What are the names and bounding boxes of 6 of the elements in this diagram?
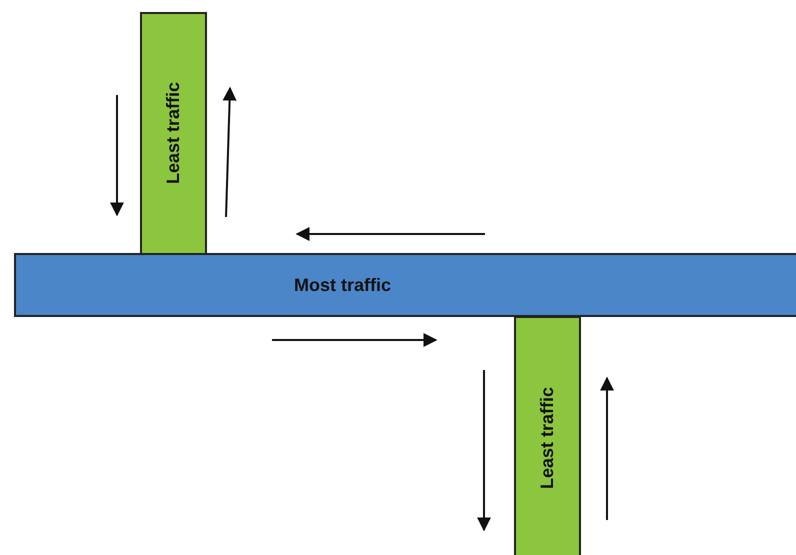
road-label: Least traffic — [163, 82, 184, 185]
side-road — [514, 316, 581, 555]
side-road — [140, 12, 207, 255]
main-road — [14, 253, 796, 317]
road-label: Most traffic — [294, 274, 392, 296]
road-label: Least traffic — [537, 387, 558, 490]
